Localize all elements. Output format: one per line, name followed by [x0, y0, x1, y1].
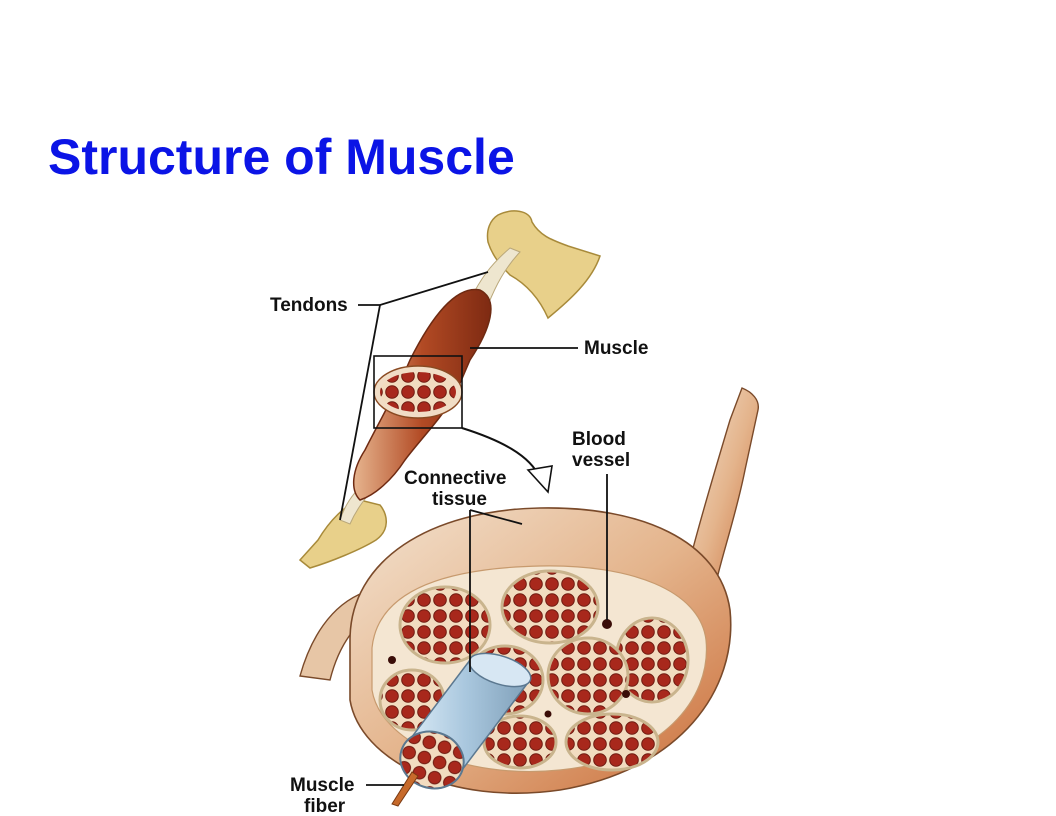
- label-blood-vessel-line1: Blood: [572, 429, 626, 450]
- upper-bone: [486, 210, 601, 320]
- label-blood-vessel-line2: vessel: [572, 450, 630, 471]
- fascicle: [564, 712, 660, 772]
- leader-lines: [339, 271, 608, 786]
- label-connective-tissue-line2: tissue: [432, 489, 487, 510]
- muscle-fiber-tube: [391, 652, 532, 807]
- fascicle: [546, 636, 630, 716]
- fascicle: [500, 569, 600, 645]
- label-muscle: Muscle: [584, 338, 648, 359]
- label-muscle-fiber-line2: fiber: [304, 796, 346, 816]
- label-muscle-fiber-line1: Muscle: [290, 775, 354, 796]
- blood-vessels: [388, 619, 630, 718]
- zoom-arrow: [461, 427, 553, 494]
- label-connective-tissue-line1: Connective: [404, 468, 506, 489]
- slide-title: Structure of Muscle: [48, 129, 515, 185]
- zoom-box: [373, 355, 463, 429]
- label-tendons: Tendons: [270, 295, 348, 316]
- lower-bone: [298, 499, 387, 569]
- fascicle: [398, 585, 492, 665]
- muscle-cross-section-inset: [373, 365, 463, 419]
